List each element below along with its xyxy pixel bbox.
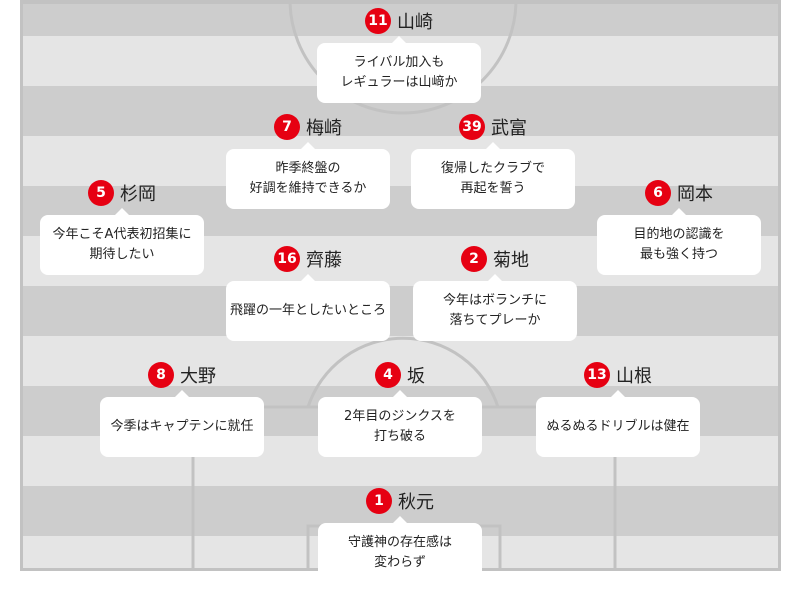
comment-bubble: 復帰したクラブで再起を誓う [411, 142, 575, 209]
comment-bubble: ぬるぬるドリブルは健在 [536, 390, 700, 457]
jersey-number-badge: 5 [88, 180, 114, 206]
player-header: 8 大野 [92, 361, 272, 389]
player-39: 39 武富 復帰したクラブで再起を誓う [403, 113, 583, 209]
field-stripe [23, 286, 778, 336]
player-header: 39 武富 [403, 113, 583, 141]
player-2: 2 菊地 今年はボランチに落ちてプレーか [405, 245, 585, 341]
player-name: 大野 [180, 366, 216, 387]
center-circle [288, 4, 518, 115]
player-6: 6 岡本 目的地の認識を最も強く持つ [589, 179, 769, 275]
comment-line: 打ち破る [373, 429, 426, 444]
player-name: 岡本 [677, 184, 713, 205]
comment-line: 落ちてプレーか [449, 313, 541, 328]
comment-line: 昨季終盤の [275, 161, 341, 176]
comment-line: 今季はキャプテンに就任 [110, 419, 254, 434]
jersey-number-badge: 6 [645, 180, 671, 206]
jersey-number-badge: 11 [365, 8, 391, 34]
player-header: 13 山根 [528, 361, 708, 389]
comment-line: 再起を誓う [460, 181, 526, 196]
comment-line: ライバル加入も [353, 55, 445, 70]
comment-bubble: 今年こそA代表初招集に期待したい [40, 208, 204, 275]
comment-line: 今年はボランチに [442, 293, 547, 308]
jersey-number-badge: 16 [274, 246, 300, 272]
jersey-number-badge: 13 [584, 362, 610, 388]
player-name: 菊地 [493, 250, 529, 271]
player-16: 16 齊藤 飛躍の一年としたいところ [218, 245, 398, 341]
player-header: 2 菊地 [405, 245, 585, 273]
jersey-number-badge: 4 [375, 362, 401, 388]
comment-line: 2年目のジンクスを [344, 409, 456, 424]
jersey-number-badge: 2 [461, 246, 487, 272]
player-name: 坂 [407, 366, 425, 387]
player-11: 11 山崎 ライバル加入もレギュラーは山﨑か [309, 7, 489, 103]
comment-bubble: 目的地の認識を最も強く持つ [597, 208, 761, 275]
comment-line: 最も強く持つ [639, 247, 718, 262]
player-header: 5 杉岡 [32, 179, 212, 207]
jersey-number-badge: 7 [274, 114, 300, 140]
comment-bubble: 守護神の存在感は変わらず [318, 516, 482, 583]
player-header: 7 梅崎 [218, 113, 398, 141]
player-8: 8 大野 今季はキャプテンに就任 [92, 361, 272, 457]
comment-line: 飛躍の一年としたいところ [229, 303, 386, 318]
player-name: 杉岡 [120, 184, 156, 205]
comment-bubble: 今年はボランチに落ちてプレーか [413, 274, 577, 341]
comment-line: 守護神の存在感は [347, 535, 452, 550]
comment-bubble: 2年目のジンクスを打ち破る [318, 390, 482, 457]
comment-line: 好調を維持できるか [249, 181, 367, 196]
comment-line: 変わらず [374, 555, 426, 570]
comment-line: 期待したい [89, 247, 155, 262]
comment-line: 復帰したクラブで [440, 161, 545, 176]
comment-bubble: 昨季終盤の好調を維持できるか [226, 142, 390, 209]
penalty-arc [306, 336, 500, 408]
comment-line: ぬるぬるドリブルは健在 [546, 419, 690, 434]
comment-bubble: 今季はキャプテンに就任 [100, 390, 264, 457]
comment-bubble: ライバル加入もレギュラーは山﨑か [317, 36, 481, 103]
comment-line: 目的地の認識を [633, 227, 725, 242]
player-name: 武富 [491, 118, 527, 139]
player-name: 齊藤 [306, 250, 342, 271]
player-header: 11 山崎 [309, 7, 489, 35]
jersey-number-badge: 8 [148, 362, 174, 388]
player-name: 秋元 [398, 492, 434, 513]
player-header: 16 齊藤 [218, 245, 398, 273]
comment-line: レギュラーは山﨑か [340, 75, 458, 90]
field-stripe [23, 4, 778, 36]
jersey-number-badge: 39 [459, 114, 485, 140]
comment-bubble: 飛躍の一年としたいところ [226, 274, 390, 341]
player-name: 山根 [616, 366, 652, 387]
player-1: 1 秋元 守護神の存在感は変わらず [310, 487, 490, 583]
comment-line: 今年こそA代表初招集に [52, 227, 192, 242]
player-7: 7 梅崎 昨季終盤の好調を維持できるか [218, 113, 398, 209]
jersey-number-badge: 1 [366, 488, 392, 514]
player-name: 山崎 [397, 12, 433, 33]
player-name: 梅崎 [306, 118, 342, 139]
player-header: 6 岡本 [589, 179, 769, 207]
player-header: 1 秋元 [310, 487, 490, 515]
player-5: 5 杉岡 今年こそA代表初招集に期待したい [32, 179, 212, 275]
player-13: 13 山根 ぬるぬるドリブルは健在 [528, 361, 708, 457]
